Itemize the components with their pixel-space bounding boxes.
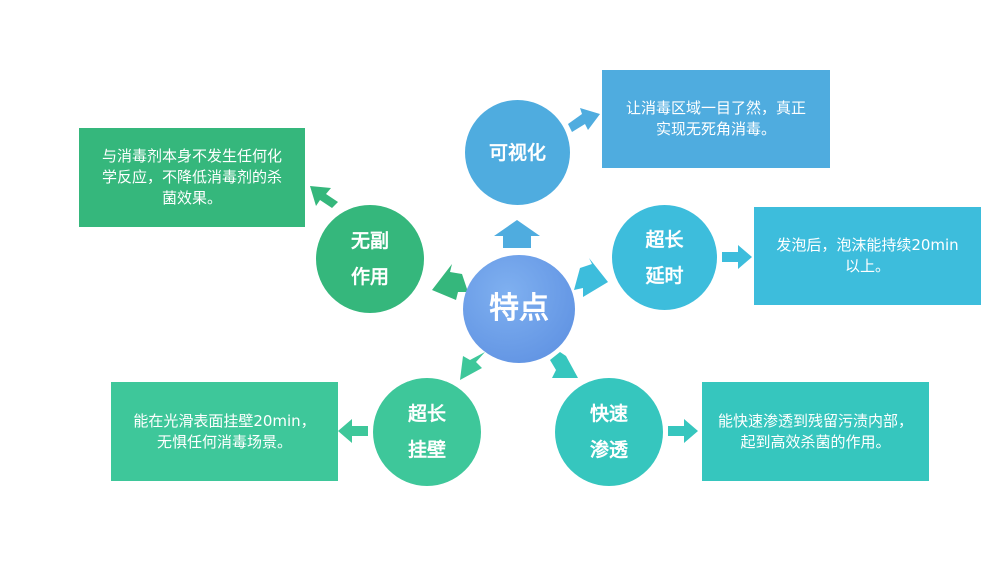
- desc-fast-penetrate: 能快速渗透到残留污渍内部， 起到高效杀菌的作用。: [702, 382, 929, 481]
- node-no-side-effect: 无副 作用: [316, 205, 424, 313]
- node-long-foam: 超长 延时: [612, 205, 717, 310]
- node-visual-label: 可视化: [488, 141, 546, 164]
- arrow-to-penetrate-desc-icon: [668, 419, 698, 443]
- arrow-down-right-icon: [550, 352, 578, 378]
- desc-long-wall-line: 无惧任何消毒场景。: [156, 432, 292, 451]
- desc-long-foam-line: 以上。: [844, 257, 890, 275]
- desc-fast-penetrate-line: 能快速渗透到残留污渍内部，: [717, 411, 913, 430]
- node-fast-penetrate-label-1: 快速: [589, 403, 628, 425]
- desc-visual: 让消毒区域一目了然，真正 实现无死角消毒。: [602, 70, 830, 168]
- desc-visual-line: 实现无死角消毒。: [655, 120, 776, 138]
- arrow-to-wall-desc-icon: [338, 419, 368, 443]
- node-visual: 可视化: [465, 100, 570, 205]
- desc-long-wall-line: 能在光滑表面挂壁20min，: [133, 411, 316, 430]
- node-long-foam-label-2: 延时: [645, 264, 684, 287]
- desc-no-side-effect-line: 学反应，不降低消毒剂的杀: [101, 168, 282, 186]
- arrow-up-icon: [494, 220, 540, 248]
- arrow-to-foam-desc-icon: [722, 245, 752, 269]
- node-long-wall-label-2: 挂壁: [407, 439, 446, 461]
- node-long-wall-label-1: 超长: [407, 403, 446, 425]
- node-long-foam-label-1: 超长: [645, 228, 684, 251]
- node-long-wall: 超长 挂壁: [373, 378, 481, 486]
- desc-long-foam: 发泡后，泡沫能持续20min 以上。: [754, 207, 981, 305]
- node-no-side-effect-label-2: 作用: [350, 266, 389, 288]
- center-label: 特点: [489, 291, 549, 326]
- node-fast-penetrate: 快速 渗透: [555, 378, 663, 486]
- node-no-side-effect-label-1: 无副: [350, 230, 389, 252]
- arrow-right-icon: [574, 258, 608, 297]
- desc-fast-penetrate-line: 起到高效杀菌的作用。: [740, 432, 891, 451]
- desc-no-side-effect-line: 菌效果。: [161, 189, 222, 207]
- desc-visual-line: 让消毒区域一目了然，真正: [625, 99, 806, 117]
- arrow-to-noside-desc-icon: [310, 186, 338, 208]
- arrow-down-left-icon: [460, 352, 485, 380]
- center-node: 特点: [463, 255, 575, 363]
- node-fast-penetrate-label-2: 渗透: [589, 439, 628, 461]
- arrow-left-icon: [432, 264, 468, 300]
- desc-long-foam-line: 发泡后，泡沫能持续20min: [776, 236, 959, 254]
- desc-no-side-effect-line: 与消毒剂本身不发生任何化: [101, 147, 282, 165]
- desc-long-wall: 能在光滑表面挂壁20min， 无惧任何消毒场景。: [111, 382, 338, 481]
- desc-no-side-effect: 与消毒剂本身不发生任何化 学反应，不降低消毒剂的杀 菌效果。: [79, 128, 305, 227]
- arrow-to-visual-desc-icon: [568, 108, 600, 132]
